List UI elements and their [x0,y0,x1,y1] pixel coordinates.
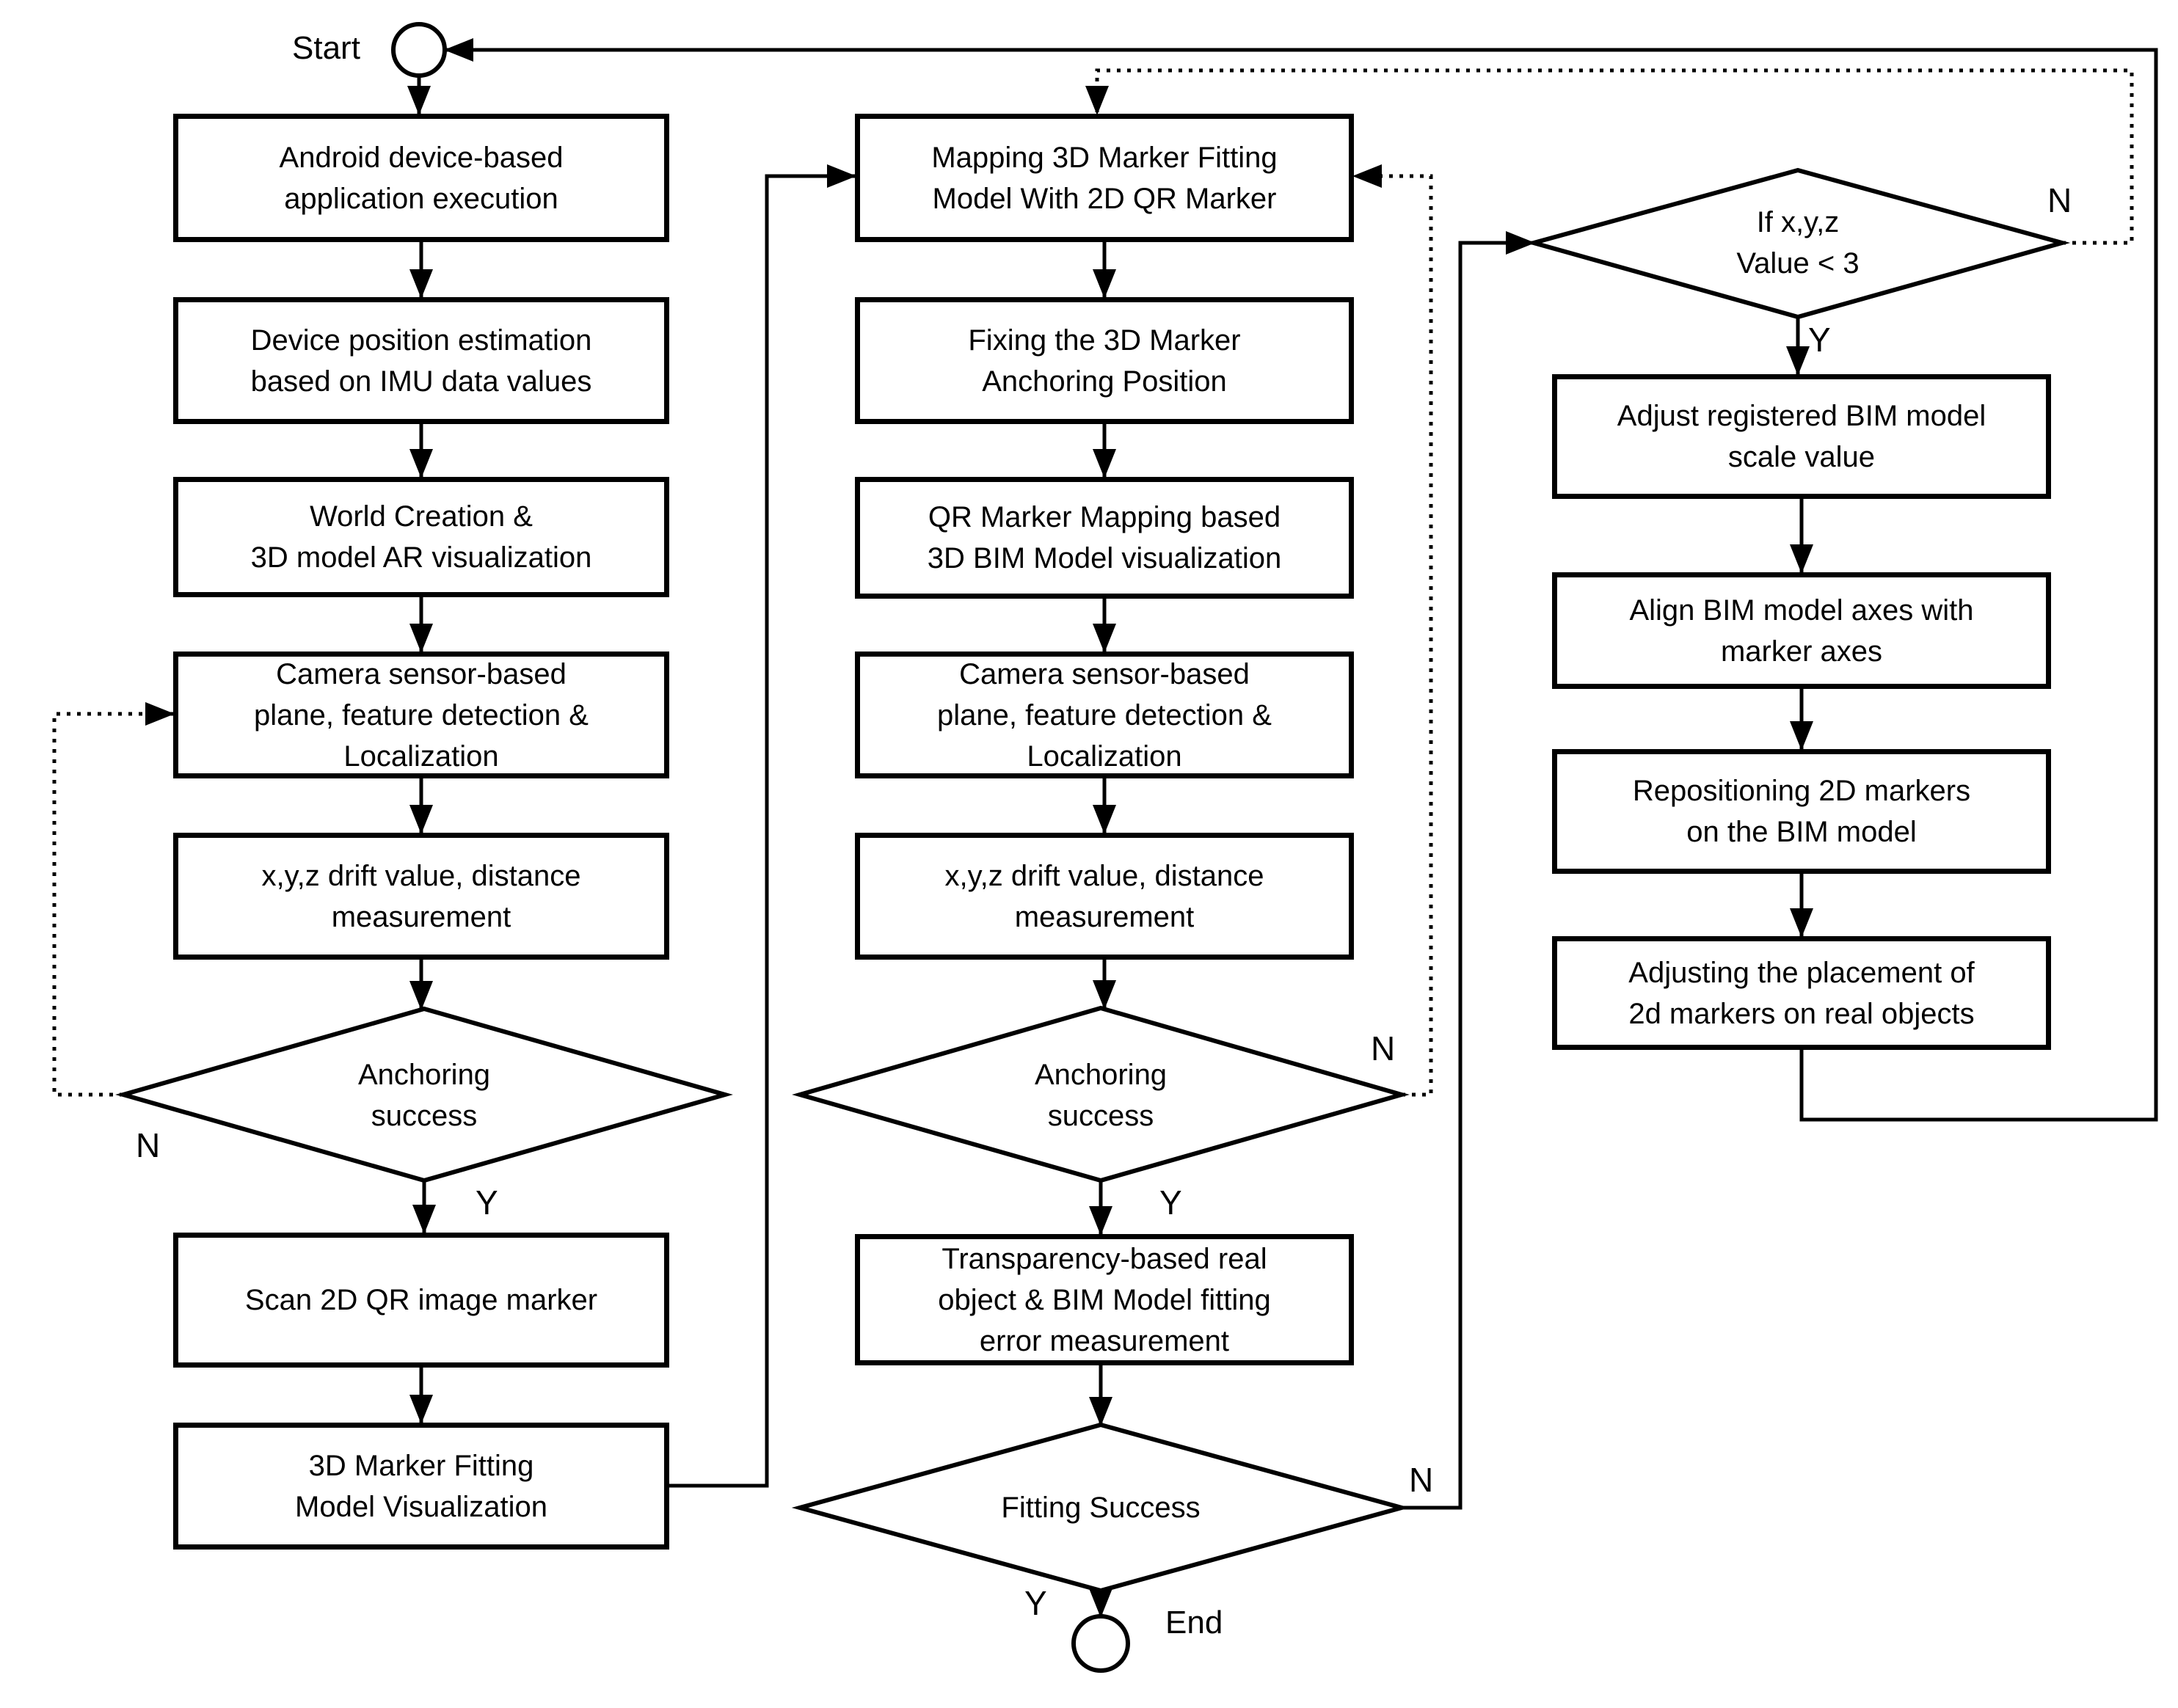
node-mapping-marker: Mapping 3D Marker Fitting Model With 2D … [855,114,1354,242]
node-qr-mapping: QR Marker Mapping based 3D BIM Model vis… [855,477,1354,599]
if-xyz-yes-label: Y [1808,321,1831,359]
node-repositioning-label: Repositioning 2D markers on the BIM mode… [1632,775,1971,848]
node-android-execution: Android device-based application executi… [173,114,669,242]
node-drift-measurement-left-label: x,y,z drift value, distance measurement [261,859,581,933]
fitting-success-no-label: N [1409,1461,1434,1499]
node-device-position-label: Device position estimation based on IMU … [250,324,592,398]
node-adjust-scale-label: Adjust registered BIM model scale value [1617,400,1986,473]
node-android-execution-label: Android device-based application executi… [279,141,564,215]
node-camera-detection-left-label: Camera sensor-based plane, feature detec… [254,657,589,773]
node-fixing-anchor: Fixing the 3D Marker Anchoring Position [855,297,1354,424]
node-world-creation-label: World Creation & 3D model AR visualizati… [250,500,592,574]
end-terminal-circle [1071,1614,1130,1673]
anchoring-left-no-label: N [136,1126,161,1164]
node-scan-qr: Scan 2D QR image marker [173,1233,669,1368]
node-repositioning: Repositioning 2D markers on the BIM mode… [1552,749,2051,874]
edge-anchoring-mid-no-to-mapping [1352,164,1433,1097]
node-align-axes: Align BIM model axes with marker axes [1552,572,2051,689]
node-drift-measurement-mid-label: x,y,z drift value, distance measurement [944,859,1264,933]
node-camera-detection-left: Camera sensor-based plane, feature detec… [173,652,669,778]
node-mapping-marker-label: Mapping 3D Marker Fitting Model With 2D … [931,141,1278,215]
node-qr-mapping-label: QR Marker Mapping based 3D BIM Model vis… [927,501,1282,574]
anchoring-left-yes-label: Y [476,1183,498,1222]
end-label: End [1165,1605,1223,1641]
node-fixing-anchor-label: Fixing the 3D Marker Anchoring Position [968,324,1241,398]
node-adjusting-placement-label: Adjusting the placement of 2d markers on… [1628,956,1975,1030]
node-transparency-error: Transparency-based real object & BIM Mod… [855,1234,1354,1365]
node-world-creation: World Creation & 3D model AR visualizati… [173,477,669,597]
node-marker-visualization-label: 3D Marker Fitting Model Visualization [295,1449,547,1523]
node-adjusting-placement: Adjusting the placement of 2d markers on… [1552,936,2051,1050]
start-label: Start [292,30,360,66]
start-terminal-circle [391,22,447,78]
node-marker-visualization: 3D Marker Fitting Model Visualization [173,1423,669,1550]
decision-anchoring-success-mid [792,1005,1410,1183]
node-drift-measurement-mid: x,y,z drift value, distance measurement [855,833,1354,960]
edge-anchoring-left-no-to-camera-left [52,702,175,1097]
if-xyz-no-label: N [2047,181,2072,219]
decision-anchoring-success-left [115,1006,733,1183]
node-camera-detection-mid: Camera sensor-based plane, feature detec… [855,652,1354,778]
decision-if-xyz-value [1525,167,2071,320]
node-transparency-error-label: Transparency-based real object & BIM Mod… [938,1242,1271,1357]
node-scan-qr-label: Scan 2D QR image marker [244,1284,598,1316]
node-adjust-scale: Adjust registered BIM model scale value [1552,374,2051,499]
node-align-axes-label: Align BIM model axes with marker axes [1629,594,1974,668]
node-drift-measurement-left: x,y,z drift value, distance measurement [173,833,669,960]
edge-marker-visualization-to-mapping [669,164,856,1488]
anchoring-mid-no-label: N [1371,1029,1396,1068]
decision-fitting-success [791,1422,1410,1594]
node-camera-detection-mid-label: Camera sensor-based plane, feature detec… [937,657,1272,773]
edge-fitting-success-no-to-if-xyz [1402,231,1535,1510]
fitting-success-yes-label: Y [1024,1584,1047,1622]
anchoring-mid-yes-label: Y [1159,1183,1182,1222]
edge-adjusting-placement-loop-to-start [444,38,2158,1122]
node-device-position: Device position estimation based on IMU … [173,297,669,424]
